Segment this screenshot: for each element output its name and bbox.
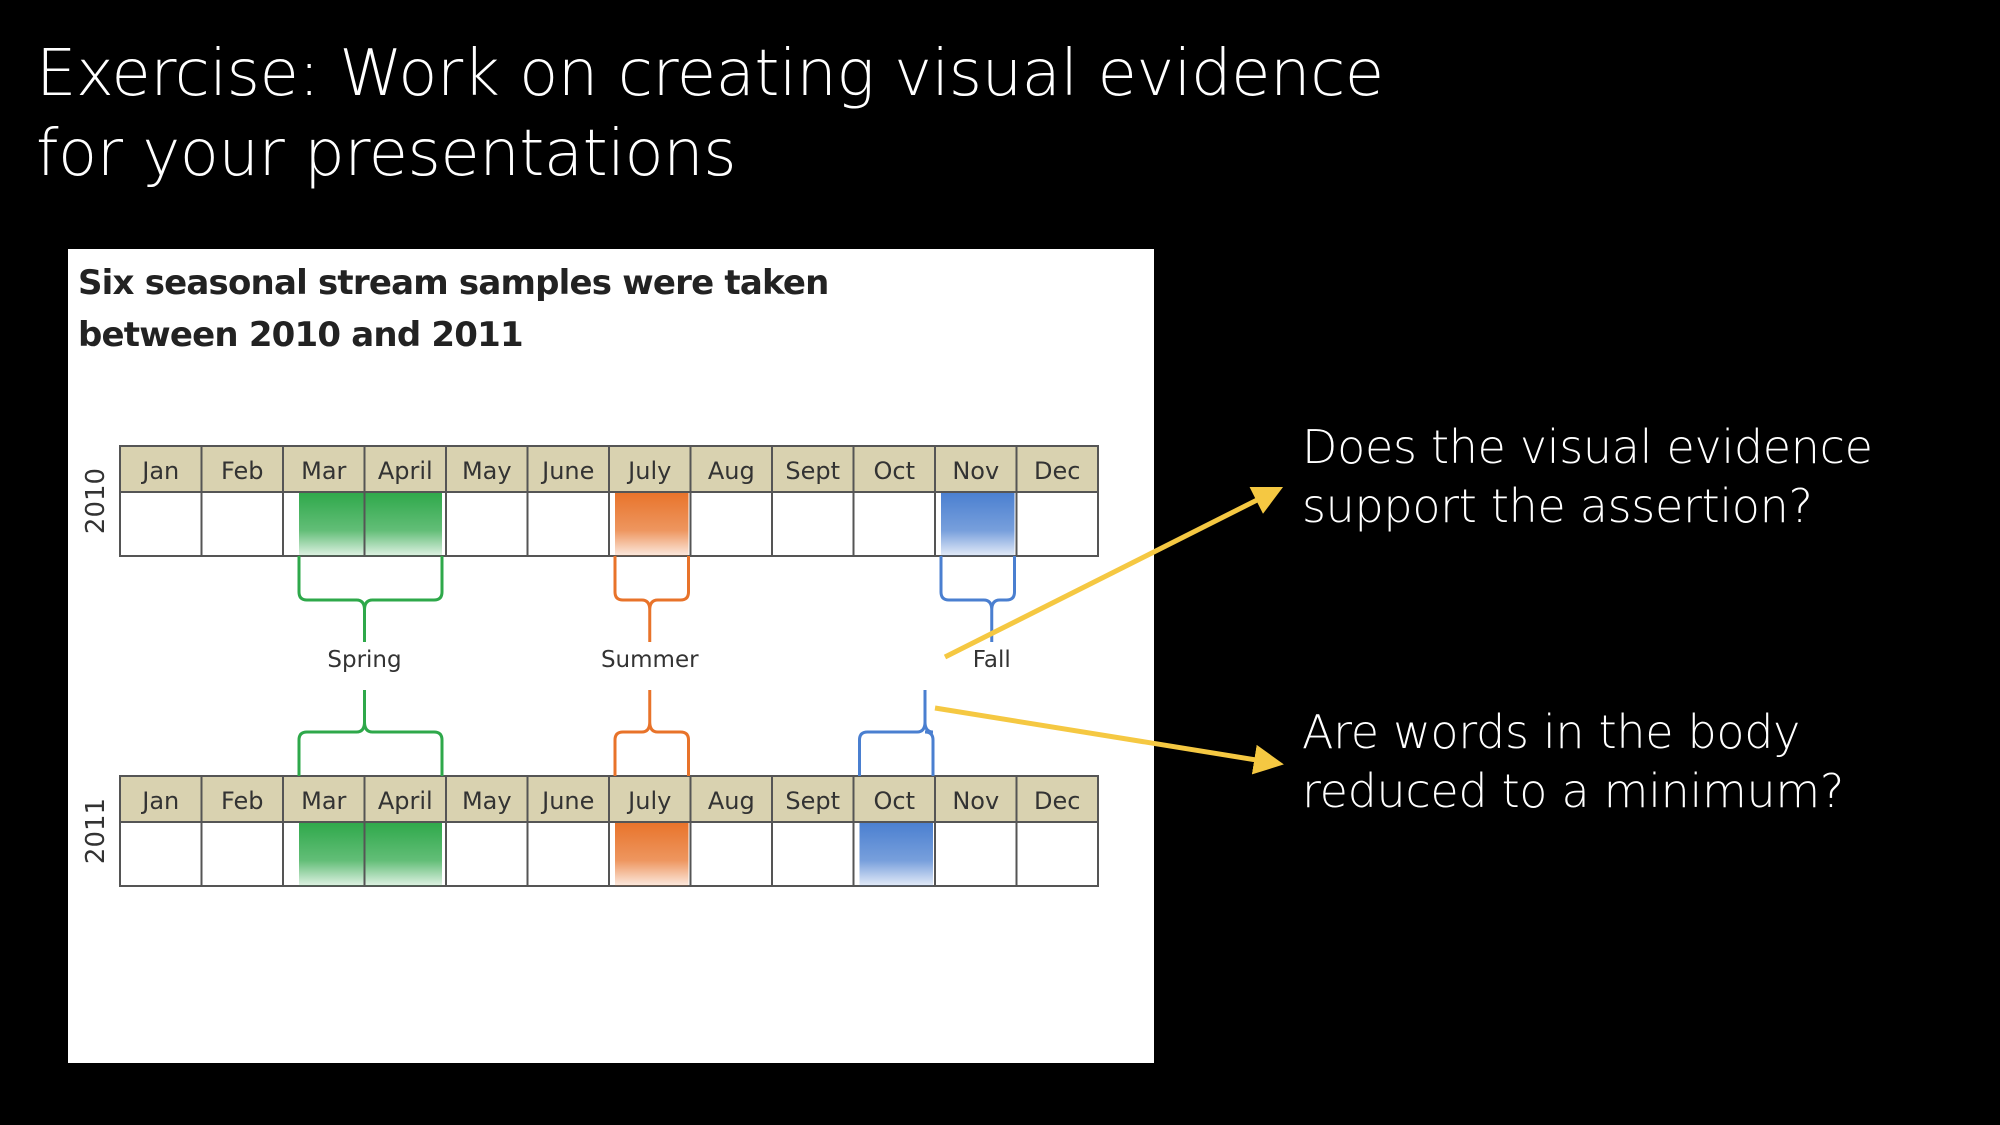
figure-heading-line: between 2010 and 2011 bbox=[78, 315, 524, 355]
month-label: Sept bbox=[785, 457, 840, 485]
season-brace-fall-2011 bbox=[858, 690, 935, 776]
slide-title: Exercise: Work on creating visual eviden… bbox=[36, 34, 1536, 194]
month-label: June bbox=[540, 457, 594, 485]
arrow-to-question-2 bbox=[934, 705, 1284, 775]
month-label: Feb bbox=[221, 457, 264, 485]
question-visual-evidence: Does the visual evidence support the ass… bbox=[1302, 418, 1873, 536]
sample-highlight-summer-2011 bbox=[615, 822, 689, 886]
month-label: Jan bbox=[140, 457, 179, 485]
month-label: Jan bbox=[140, 787, 179, 815]
sample-highlight-spring-2010 bbox=[299, 492, 442, 556]
month-label: Nov bbox=[952, 787, 999, 815]
month-label: Aug bbox=[708, 457, 755, 485]
season-brace-summer-2011 bbox=[613, 690, 690, 776]
figure-heading-line: Six seasonal stream samples were taken bbox=[78, 263, 829, 303]
month-label: Dec bbox=[1034, 787, 1080, 815]
year-label: 2011 bbox=[81, 798, 111, 864]
sample-highlight-summer-2010 bbox=[615, 492, 689, 556]
question-line: reduced to a minimum? bbox=[1302, 764, 1844, 818]
season-brace-summer-2010 bbox=[613, 556, 690, 642]
month-label: July bbox=[626, 787, 671, 815]
month-label: July bbox=[626, 457, 671, 485]
season-brace-spring-2011 bbox=[297, 690, 444, 776]
year-label: 2010 bbox=[81, 468, 111, 534]
season-label-spring: Spring bbox=[327, 647, 401, 673]
month-label: Feb bbox=[221, 787, 264, 815]
slide-title-line: for your presentations bbox=[36, 117, 737, 191]
question-line: support the assertion? bbox=[1302, 479, 1813, 533]
arrow-to-question-1 bbox=[943, 486, 1284, 660]
month-label: April bbox=[378, 787, 433, 815]
month-label: May bbox=[462, 457, 512, 485]
sample-highlight-spring-2011 bbox=[299, 822, 442, 886]
question-line: Are words in the body bbox=[1302, 705, 1801, 759]
month-label: Dec bbox=[1034, 457, 1080, 485]
month-label: Nov bbox=[952, 457, 999, 485]
question-words-minimum: Are words in the body reduced to a minim… bbox=[1302, 703, 1844, 821]
season-label-fall: Fall bbox=[973, 647, 1011, 673]
season-brace-spring-2010 bbox=[297, 556, 444, 642]
slide-title-line: Exercise: Work on creating visual eviden… bbox=[36, 37, 1384, 111]
figure-heading: Six seasonal stream samples were taken b… bbox=[78, 257, 978, 361]
month-label: April bbox=[378, 457, 433, 485]
sample-highlight-fall-2010 bbox=[941, 492, 1015, 556]
month-label: Mar bbox=[301, 457, 346, 485]
month-label: May bbox=[462, 787, 512, 815]
month-label: Oct bbox=[874, 787, 916, 815]
month-label: Aug bbox=[708, 787, 755, 815]
season-brace-fall-2010 bbox=[939, 556, 1016, 642]
question-line: Does the visual evidence bbox=[1302, 420, 1873, 474]
month-label: Sept bbox=[785, 787, 840, 815]
sample-highlight-fall-2011 bbox=[859, 822, 933, 886]
month-label: Mar bbox=[301, 787, 346, 815]
month-label: Oct bbox=[874, 457, 916, 485]
season-label-summer: Summer bbox=[601, 647, 699, 673]
month-label: June bbox=[540, 787, 594, 815]
